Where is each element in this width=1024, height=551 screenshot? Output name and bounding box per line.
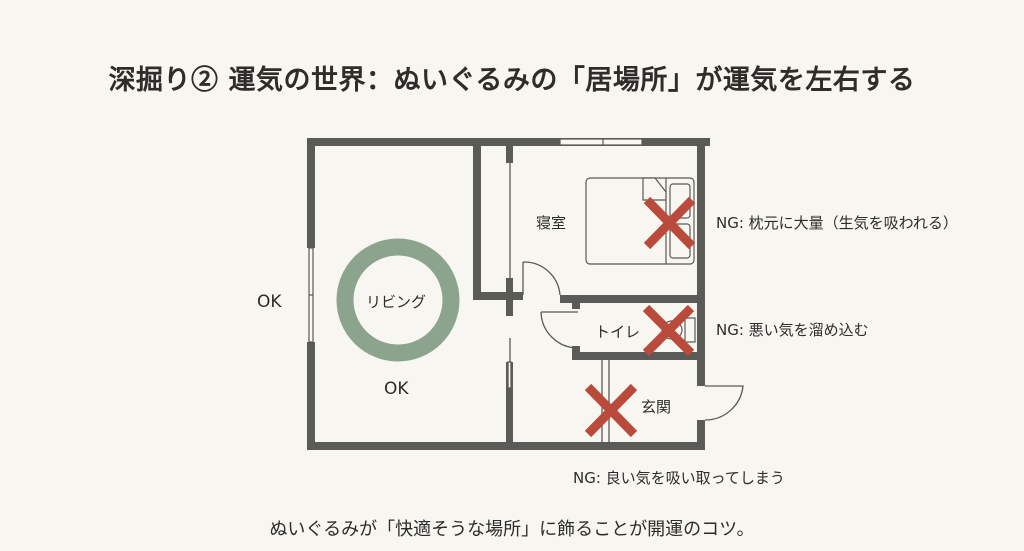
wall-right-lower — [697, 420, 705, 450]
ng-cross-bedroom — [643, 196, 696, 250]
wall-closet — [473, 138, 481, 300]
room-label-bedroom: 寝室 — [536, 214, 567, 232]
wall-left-upper — [307, 138, 315, 248]
wall-bottom — [307, 442, 704, 450]
wall-right-upper — [697, 138, 705, 386]
ng-annotation-toilet: NG: 悪い気を溜め込む — [716, 321, 869, 339]
wall-bedroom-bottom — [560, 295, 705, 303]
ok-label-floor: OK — [384, 379, 409, 399]
walls — [307, 138, 710, 450]
ng-marks — [584, 196, 696, 438]
ng-cross-toilet — [642, 304, 695, 357]
ng-annotation-bedroom: NG: 枕元に大量（生気を吸われる） — [716, 214, 958, 232]
door-toilet — [540, 311, 579, 349]
room-label-toilet: トイレ — [595, 323, 641, 341]
bed — [585, 177, 695, 265]
room-label-entrance: 玄関 — [641, 398, 672, 416]
door-entrance — [704, 385, 744, 421]
wall-top — [307, 138, 710, 146]
ok-ring — [336, 238, 460, 362]
wall-closet-bottom — [473, 292, 523, 300]
footer-caption: ぬいぐるみが「快適そうな場所」に飾ることが開運のコツ。 — [269, 519, 755, 540]
ok-label-window: OK — [257, 292, 282, 312]
window-bedroom — [559, 138, 643, 146]
door-bedroom — [522, 261, 561, 296]
room-label-living: リビング — [366, 293, 427, 311]
wall-toilet-bottom — [572, 352, 705, 360]
wall-left-lower — [307, 342, 315, 450]
ng-annotation-entrance: NG: 良い気を吸い取ってしまう — [573, 469, 785, 487]
page-title: 深掘り② 運気の世界：ぬいぐるみの「居場所」が運気を左右する — [108, 65, 916, 96]
ng-cross-entrance — [584, 383, 638, 438]
